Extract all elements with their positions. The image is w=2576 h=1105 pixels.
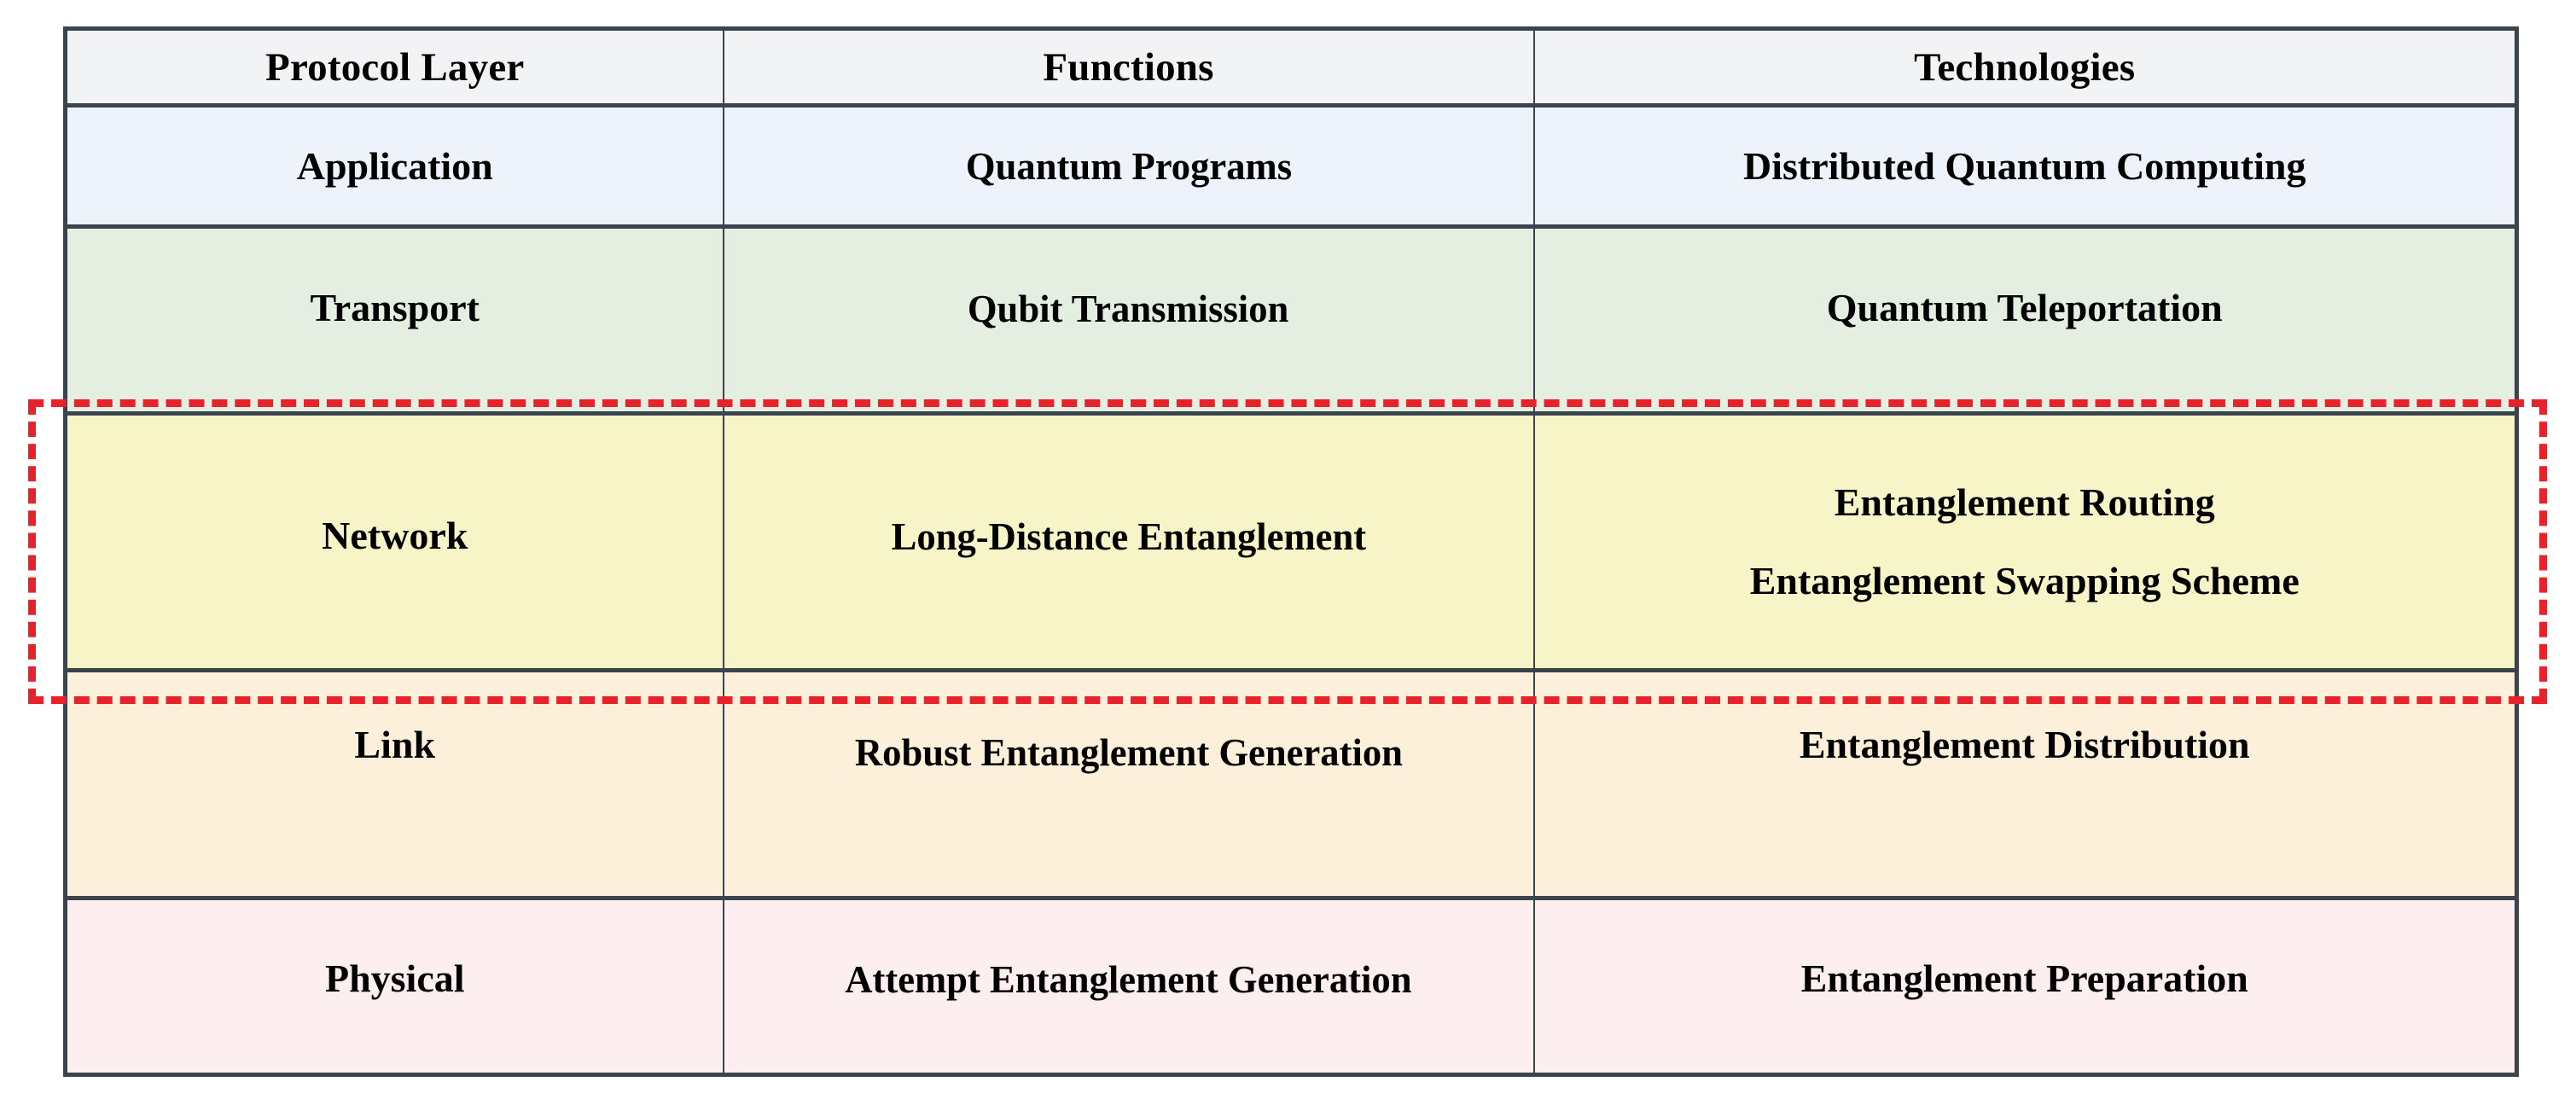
column-header-protocol-layer: Protocol Layer xyxy=(63,26,724,108)
cell-technologies-transport: Quantum Teleportation xyxy=(1532,224,2519,416)
cell-layer-link: Link xyxy=(63,668,724,900)
cell-functions-application: Quantum Programs xyxy=(722,103,1535,229)
function-physical: Attempt Entanglement Generation xyxy=(845,957,1412,1001)
table-row-link: Link Robust Entanglement Generation Enta… xyxy=(63,668,2519,900)
protocol-stack-table: Protocol Layer Functions Technologies Ap… xyxy=(63,26,2519,1077)
table-body: Application Quantum Programs Distributed… xyxy=(63,103,2519,1077)
technology-application: Distributed Quantum Computing xyxy=(1743,143,2306,188)
cell-technologies-network: Entanglement Routing Entanglement Swappi… xyxy=(1532,411,2519,672)
cell-functions-transport: Qubit Transmission xyxy=(722,224,1535,416)
column-header-technologies: Technologies xyxy=(1532,26,2519,108)
technology-network-list: Entanglement Routing Entanglement Swappi… xyxy=(1540,480,2510,602)
layer-name-network: Network xyxy=(322,514,468,558)
layer-name-application: Application xyxy=(296,143,493,188)
function-transport: Qubit Transmission xyxy=(968,286,1289,330)
cell-technologies-link: Entanglement Distribution xyxy=(1532,668,2519,900)
technology-physical: Entanglement Preparation xyxy=(1800,957,2248,1001)
cell-layer-physical: Physical xyxy=(63,896,724,1077)
cell-functions-network: Long-Distance Entanglement xyxy=(722,411,1535,672)
technology-link: Entanglement Distribution xyxy=(1799,723,2250,767)
technology-network-routing: Entanglement Routing xyxy=(1834,480,2215,525)
cell-layer-transport: Transport xyxy=(63,224,724,416)
technology-network-swapping: Entanglement Swapping Scheme xyxy=(1749,559,2300,602)
column-header-functions: Functions xyxy=(722,26,1535,108)
cell-functions-link: Robust Entanglement Generation xyxy=(722,668,1535,900)
layer-name-transport: Transport xyxy=(310,286,480,330)
function-network: Long-Distance Entanglement xyxy=(891,514,1366,558)
table-header: Protocol Layer Functions Technologies xyxy=(63,26,2519,108)
cell-functions-physical: Attempt Entanglement Generation xyxy=(722,896,1535,1077)
table-row-physical: Physical Attempt Entanglement Generation… xyxy=(63,896,2519,1077)
layer-name-link: Link xyxy=(354,723,436,767)
cell-technologies-physical: Entanglement Preparation xyxy=(1532,896,2519,1077)
function-link: Robust Entanglement Generation xyxy=(854,730,1403,774)
technology-transport: Quantum Teleportation xyxy=(1826,286,2223,330)
cell-layer-application: Application xyxy=(63,103,724,229)
table-row-transport: Transport Qubit Transmission Quantum Tel… xyxy=(63,224,2519,416)
function-application: Quantum Programs xyxy=(965,144,1292,188)
layer-name-physical: Physical xyxy=(324,957,465,1001)
table-row-network: Network Long-Distance Entanglement Entan… xyxy=(63,411,2519,672)
cell-technologies-application: Distributed Quantum Computing xyxy=(1532,103,2519,229)
table-row-application: Application Quantum Programs Distributed… xyxy=(63,103,2519,229)
header-row: Protocol Layer Functions Technologies xyxy=(63,26,2519,108)
cell-layer-network: Network xyxy=(63,411,724,672)
